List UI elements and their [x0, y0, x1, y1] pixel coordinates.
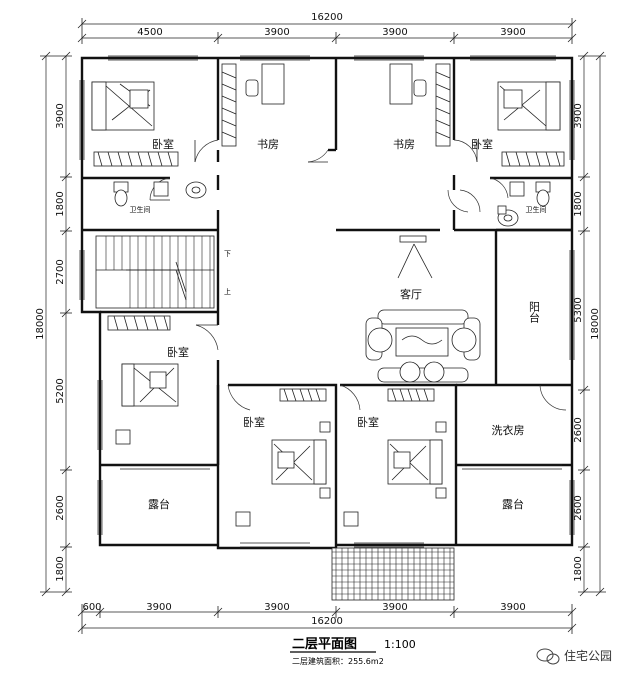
- plan-scale: 1:100: [384, 638, 416, 651]
- sofa-set: [365, 309, 481, 383]
- label-bedroom-bottom-left: 卧室: [243, 415, 265, 429]
- dim-right-labels: 18000 3900 1800 5300 2600 2600 1800: [573, 103, 601, 581]
- plan-area: 二层建筑面积：255.6m2: [292, 656, 384, 666]
- dim-right-3: 5300: [573, 297, 584, 322]
- label-study-right: 书房: [393, 138, 415, 151]
- dim-right-4: 2600: [573, 417, 584, 442]
- dim-left-2: 1800: [55, 191, 66, 216]
- dim-top-3: 3900: [382, 27, 407, 38]
- dim-top-4: 3900: [500, 27, 525, 38]
- stair-up-label: 上: [224, 287, 231, 296]
- dim-right-1: 3900: [573, 103, 584, 128]
- dim-left-labels: 18000 3900 1800 2700 5200 2600 1800: [35, 103, 66, 581]
- dim-left-5: 2600: [55, 495, 66, 520]
- dim-right-total: 18000: [590, 308, 601, 340]
- dim-bottom-total: 16200: [311, 616, 343, 627]
- dim-bottom-1: 600: [82, 602, 101, 613]
- dim-top-1: 4500: [137, 27, 162, 38]
- dim-left-6: 1800: [55, 556, 66, 581]
- dim-bottom-4: 3900: [382, 602, 407, 613]
- dim-bottom-3: 3900: [264, 602, 289, 613]
- label-laundry: 洗衣房: [492, 423, 525, 437]
- staircase: [95, 235, 215, 309]
- label-living-room: 客厅: [400, 287, 422, 301]
- dim-bottom-2: 3900: [146, 602, 171, 613]
- dim-right-6: 1800: [573, 556, 584, 581]
- front-steps-hatch: [331, 547, 455, 601]
- windows: [79, 55, 575, 548]
- dim-right-2: 1800: [573, 191, 584, 216]
- label-bedroom-top-left: 卧室: [152, 137, 174, 151]
- living-light: [397, 235, 433, 279]
- wardrobes: [93, 63, 565, 402]
- watermark-icon: [536, 648, 560, 665]
- label-bath-left: 卫生间: [130, 205, 151, 214]
- label-terrace-left: 露台: [148, 497, 170, 511]
- dim-right-5: 2600: [573, 495, 584, 520]
- label-study-left: 书房: [257, 138, 279, 151]
- study-furniture: [245, 63, 427, 105]
- label-bedroom-bottom-right: 卧室: [357, 415, 379, 429]
- dim-left-3: 2700: [55, 259, 66, 284]
- dim-bottom-5: 3900: [500, 602, 525, 613]
- label-terrace-right: 露台: [502, 497, 524, 511]
- plan-title: 二层平面图: [292, 637, 357, 652]
- label-bedroom-top-right: 卧室: [471, 137, 493, 151]
- stair-down-label: 下: [224, 250, 231, 258]
- dim-left-total: 18000: [35, 308, 46, 340]
- dimension-lines: [40, 18, 606, 634]
- dim-left-4: 5200: [55, 378, 66, 403]
- beds: [91, 81, 561, 527]
- watermark-text: 住宅公园: [564, 648, 612, 663]
- label-bath-right: 卫生间: [526, 205, 547, 214]
- dim-top-2: 3900: [264, 27, 289, 38]
- walls: [80, 56, 574, 550]
- dim-top-total: 16200: [311, 12, 343, 23]
- dim-left-1: 3900: [55, 103, 66, 128]
- label-bedroom-mid-left: 卧室: [167, 345, 189, 359]
- door-swings: [149, 139, 567, 411]
- bath-fixtures: [113, 181, 551, 227]
- label-balcony: 阳台: [528, 301, 541, 323]
